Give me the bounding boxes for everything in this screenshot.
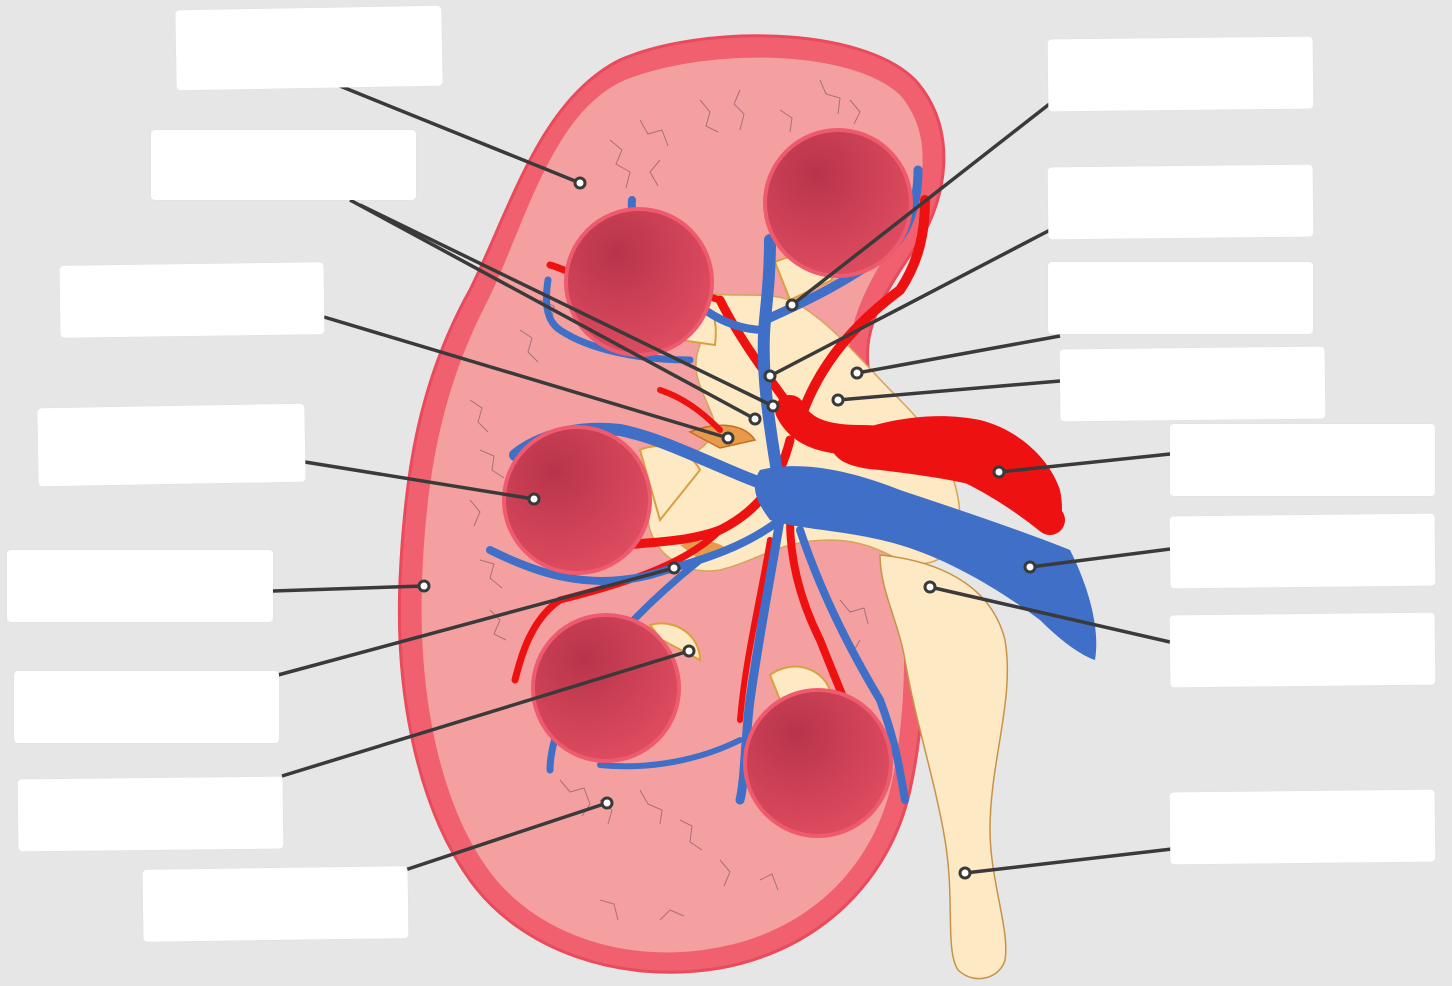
renal-pyramid-2 [765, 130, 911, 276]
label-box-renal-column[interactable] [14, 671, 279, 743]
label-box-capillaries[interactable] [143, 866, 409, 942]
label-box-segmental-artery[interactable] [1060, 347, 1326, 422]
renal-pyramid-4 [533, 615, 679, 761]
label-box-renal-sinus[interactable] [1048, 165, 1314, 240]
label-box-major-calyx[interactable] [60, 262, 325, 338]
label-box-renal-pelvis[interactable] [1170, 613, 1436, 688]
renal-pyramid-1 [566, 209, 712, 355]
renal-pyramid-5 [745, 690, 891, 836]
label-box-medulla[interactable] [151, 130, 416, 200]
label-box-renal-papilla[interactable] [1048, 37, 1314, 112]
label-box-renal-vein[interactable] [1170, 514, 1436, 589]
label-box-ureter[interactable] [1170, 790, 1436, 865]
label-box-hilum[interactable] [1048, 262, 1313, 334]
label-box-renal-artery[interactable] [1170, 424, 1435, 496]
label-box-renal-pyramid[interactable] [37, 404, 305, 487]
renal-pyramid-3 [504, 427, 650, 573]
label-box-renal-capsule[interactable] [7, 550, 273, 622]
label-box-minor-calyx[interactable] [18, 777, 284, 852]
label-box-cortex[interactable] [175, 6, 442, 91]
